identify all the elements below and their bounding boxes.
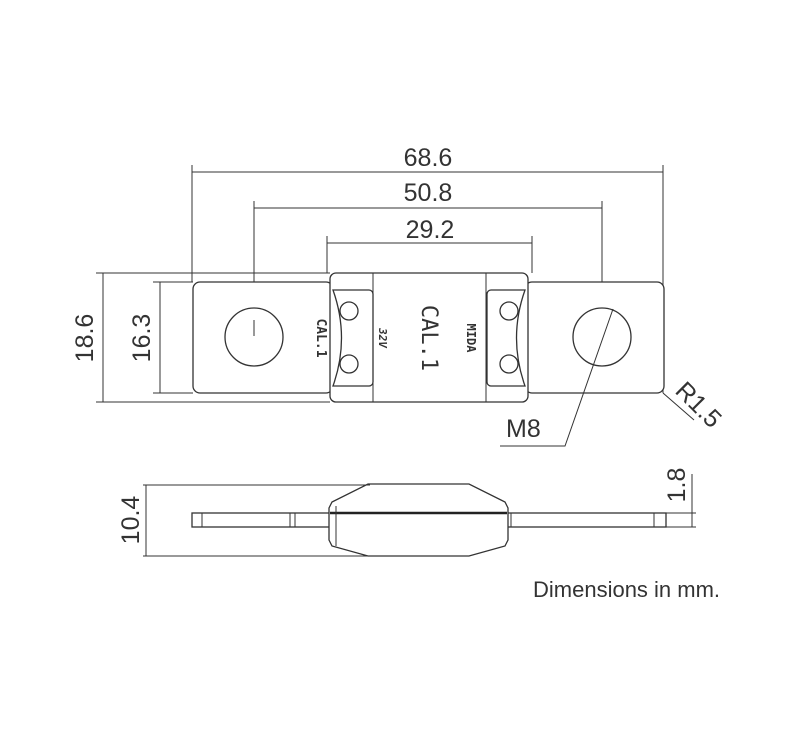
rivet-icon (339, 354, 359, 374)
dim-label-50-8: 50.8 (404, 179, 453, 207)
thread-callout: M8 (500, 308, 614, 447)
dimension-10-4: 10.4 (117, 484, 370, 557)
voltage-marking: 32V (376, 327, 389, 349)
dim-label-18-6: 18.6 (71, 314, 99, 363)
dimension-1-8: 1.8 (663, 468, 696, 528)
dim-label-1-8: 1.8 (663, 468, 691, 503)
dim-label-16-3: 16.3 (128, 314, 156, 363)
dimension-29-2: 29.2 (326, 216, 533, 273)
rivet-icon (339, 301, 359, 321)
dim-label-68-6: 68.6 (404, 144, 453, 172)
fuse-body (329, 272, 529, 403)
rivet-icon (499, 354, 519, 374)
fuse-top-view: CAL.1 32V CAL.1 MIDA (192, 272, 665, 403)
dimension-68-6: 68.6 (191, 144, 664, 393)
fuse-side-view (191, 483, 667, 557)
left-mounting-hole (224, 307, 284, 367)
dimension-16-3: 16.3 (128, 281, 193, 394)
dimension-50-8: 50.8 (253, 179, 603, 336)
dimension-18-6: 18.6 (71, 272, 330, 403)
units-note: Dimensions in mm. (533, 577, 721, 602)
radius-callout: R1.5 (662, 376, 727, 434)
rivet-icon (499, 301, 519, 321)
dim-label-10-4: 10.4 (117, 496, 145, 545)
thread-label: M8 (506, 415, 541, 443)
body-marking: CAL.1 (416, 305, 441, 371)
tab-marking: CAL.1 (313, 318, 328, 357)
radius-label: R1.5 (670, 376, 727, 433)
dim-label-29-2: 29.2 (406, 216, 455, 244)
right-mounting-hole (572, 307, 632, 367)
side-body (328, 483, 509, 557)
brand-logo: MIDA (464, 324, 478, 354)
